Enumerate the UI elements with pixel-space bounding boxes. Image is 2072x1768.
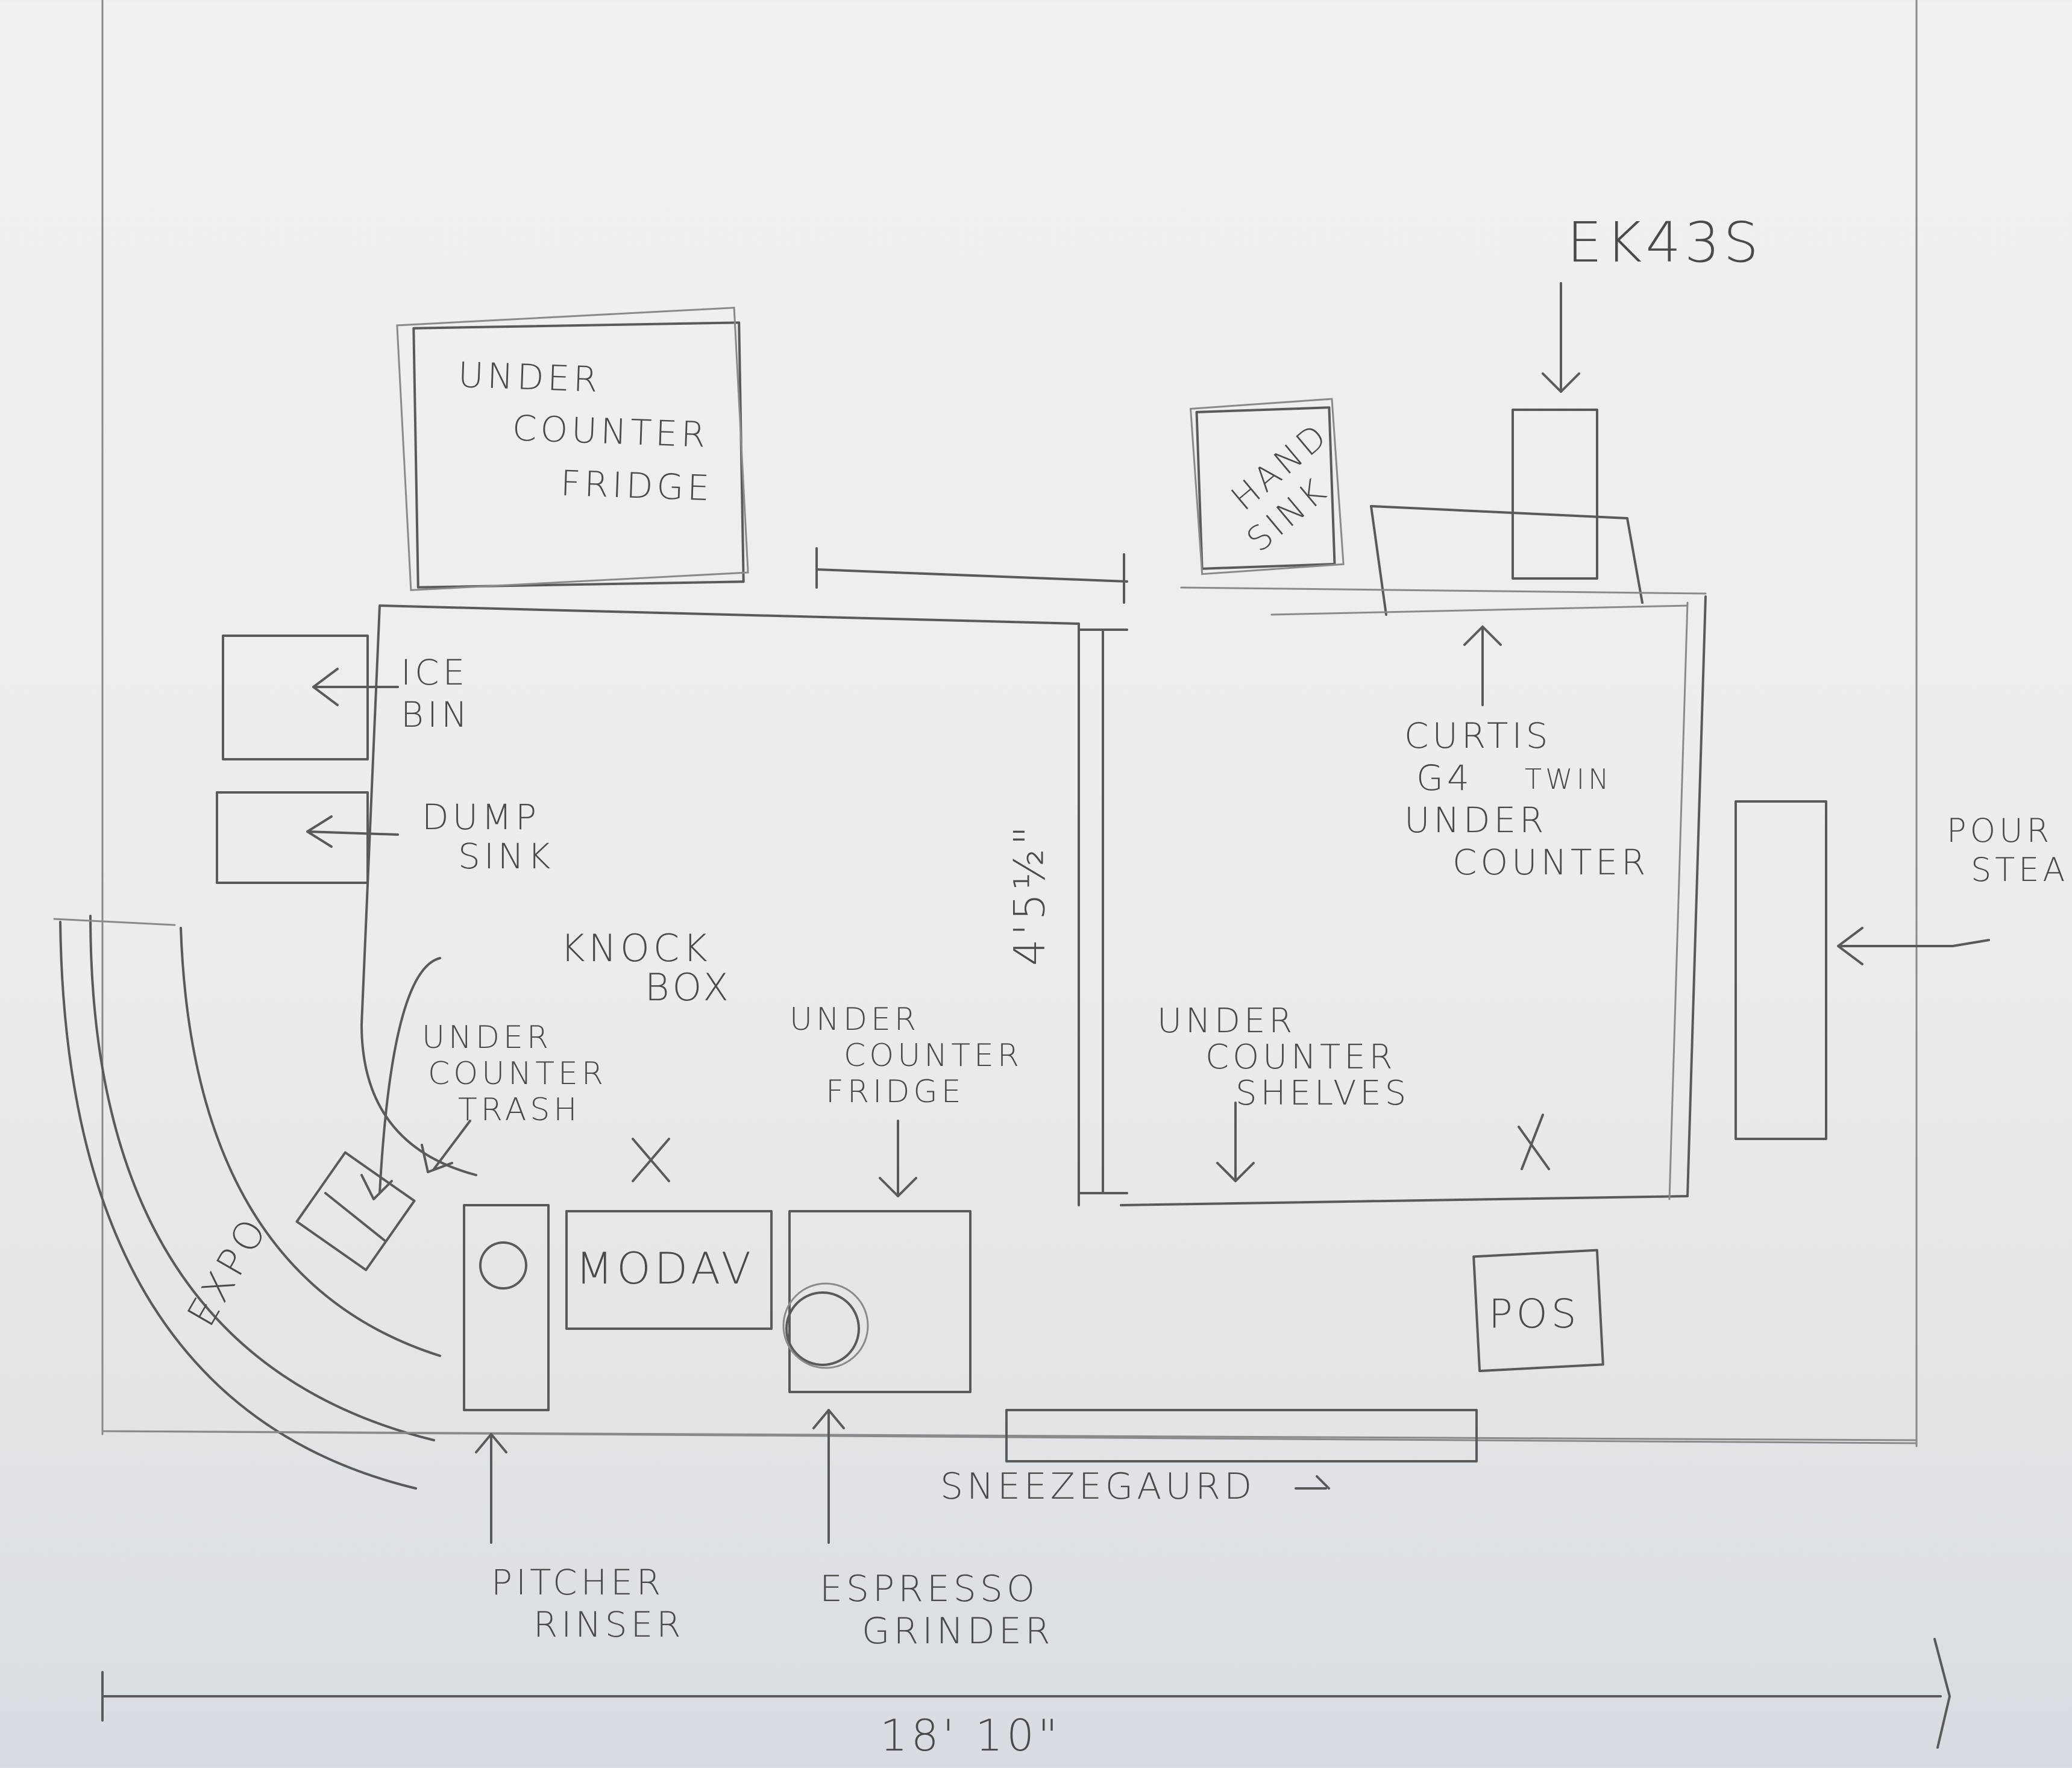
dump-sink-box [216, 791, 399, 884]
grinder-box [782, 1210, 972, 1393]
pos-label: POS [1489, 1291, 1580, 1337]
curtis-label-2: G4 [1416, 757, 1473, 798]
hand-sink-box [1189, 398, 1345, 575]
ek43s-label-text: EK43S [1567, 210, 1762, 275]
back-wall [1180, 586, 1707, 616]
x-marks [632, 1114, 1550, 1182]
shelves-label-3: SHELVES [1235, 1074, 1410, 1113]
front-edge [101, 1430, 1918, 1441]
knock-box-label-2: BOX [645, 965, 732, 1009]
fridge-top-label-3: FRIDGE [560, 462, 714, 510]
knock-box-label-1: KNOCK [560, 926, 711, 970]
depth-dimension [1078, 629, 1128, 1194]
pour-steady-box [1735, 800, 1990, 1140]
pour-steady-label-2: STEADY [1971, 851, 2072, 889]
pitcher-rinser-label-2: RINSER [533, 1604, 685, 1645]
fridge-front-label-2: COUNTER [844, 1038, 1023, 1074]
trash-label-2: COUNTER [428, 1056, 607, 1092]
curtis-brewer-shape [1370, 505, 1643, 616]
ice-bin-box [222, 635, 399, 760]
curtis-label-4: UNDER [1404, 800, 1548, 841]
main-counter-outline [360, 595, 1707, 1206]
knock-box-shape [295, 957, 441, 1271]
trash-label-1: UNDER [422, 1020, 552, 1056]
grinder-label-2: GRINDER [862, 1610, 1054, 1652]
depth-dimension-label: 4'5½" [1005, 822, 1055, 966]
trash-label-3: TRASH [458, 1092, 581, 1128]
expo-curve [53, 915, 441, 1490]
dump-sink-label-2: SINK [458, 836, 554, 877]
fridge-top-label-2: COUNTER [512, 406, 710, 457]
fridge-top-label: UNDER [457, 353, 602, 402]
pitcher-rinser-box [463, 1204, 550, 1411]
shelves-label-2: COUNTER [1205, 1038, 1396, 1077]
trash-arrow [421, 1120, 471, 1173]
fridge-front-label-1: UNDER [790, 1002, 920, 1038]
modbar-box [565, 1210, 773, 1330]
back-counter-segment [815, 547, 1128, 604]
curtis-label-5: COUNTER [1452, 842, 1650, 883]
pos-box [1472, 1249, 1604, 1373]
back-fridge-box [396, 307, 749, 591]
curtis-label-1: CURTIS [1404, 715, 1552, 756]
sneezeguard-label: SNEEZEGAURD [940, 1465, 1256, 1508]
ice-bin-label-2: BIN [401, 694, 471, 735]
pitcher-rinser-label-1: PITCHER [491, 1562, 665, 1603]
modbar-label: MODAV [576, 1243, 755, 1294]
sneezeguard-bar [1005, 1409, 1478, 1462]
grinder-label-1: ESPRESSO [820, 1568, 1039, 1610]
fridge-front-label-3: FRIDGE [826, 1074, 965, 1110]
ek43s-box [1512, 282, 1598, 580]
pour-steady-label-1: POUR [1947, 812, 2053, 850]
fridge-top-line3: FRIDGE [559, 462, 714, 509]
dump-sink-label-1: DUMP [422, 797, 541, 838]
width-dimension-label: 18' 10" [880, 1710, 1062, 1761]
width-dimension [101, 1638, 1951, 1749]
fridge-top-line1: UNDER [457, 354, 602, 401]
shelves-label-1: UNDER [1157, 1002, 1296, 1041]
leader-arrows [475, 625, 1502, 1544]
curtis-label-3: TWIN [1525, 763, 1613, 795]
fridge-top-line2: COUNTER [511, 407, 710, 456]
ice-bin-label-1: ICE [401, 652, 469, 693]
